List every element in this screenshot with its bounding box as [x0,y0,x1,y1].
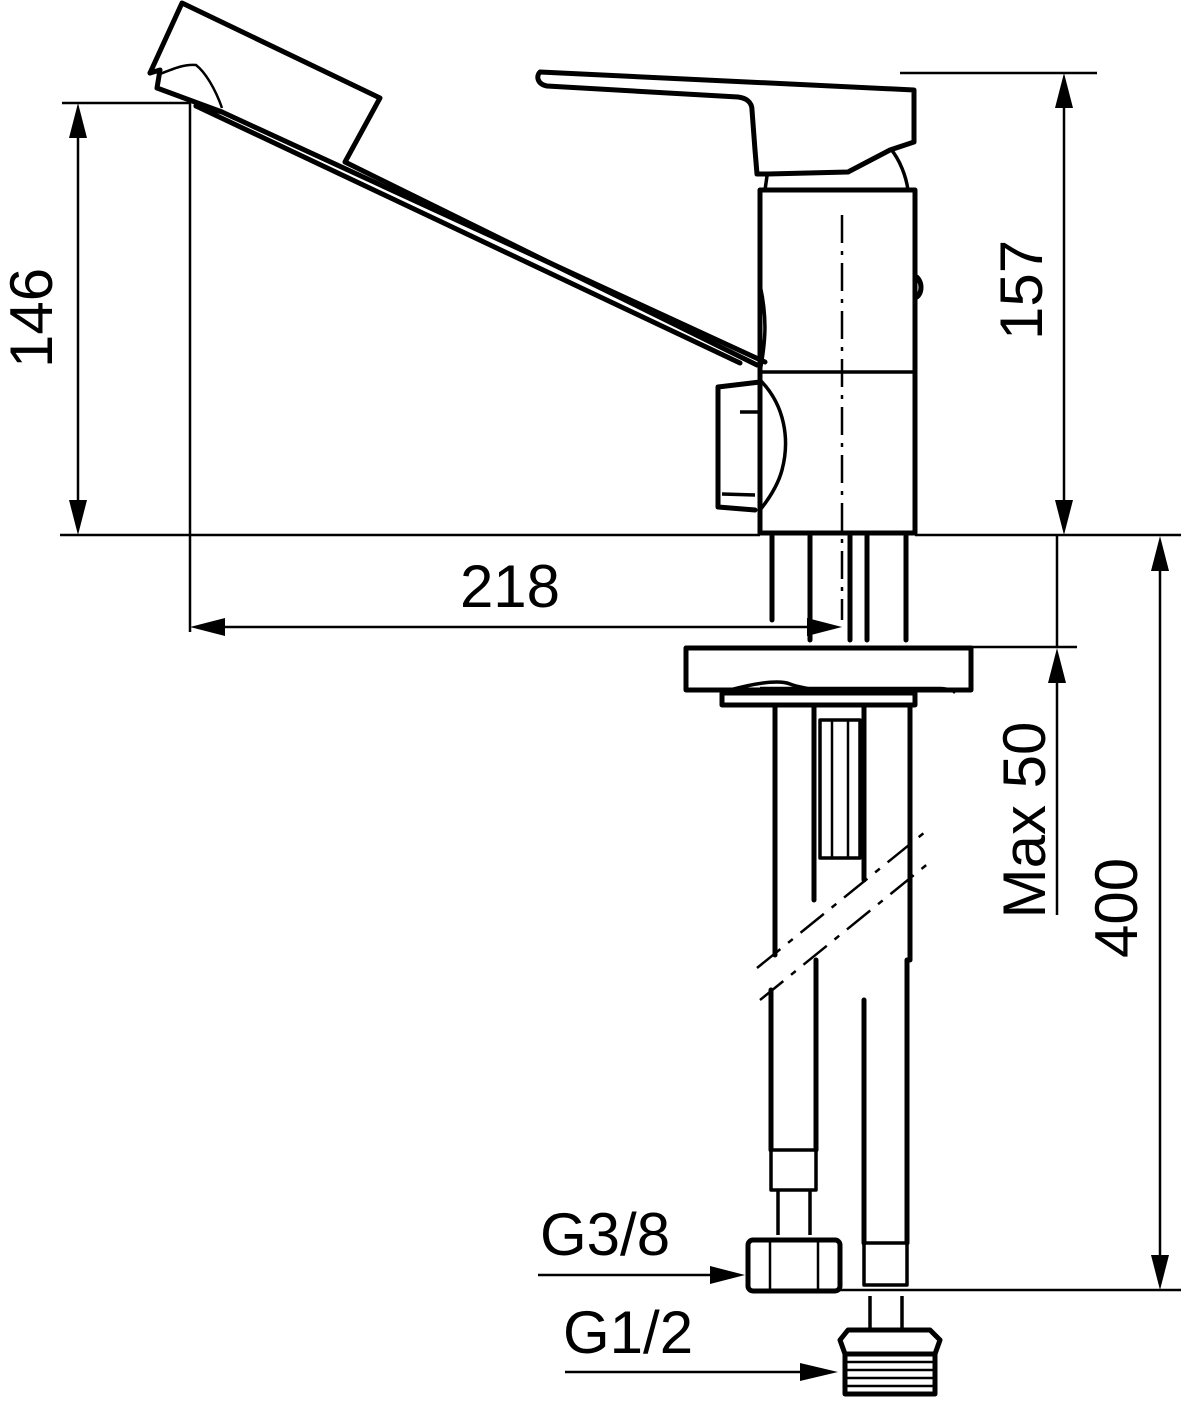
dim-400-label: 400 [1083,858,1150,958]
dim-146-label: 146 [0,268,65,368]
faucet-body [715,187,924,620]
mounting-shank [683,533,974,963]
callout-hose-connector: G3/8 [538,1201,745,1284]
lever-handle [535,69,917,191]
dim-157-label: 157 [988,240,1055,340]
g12-label: G1/2 [563,1299,693,1366]
dimension-hose-length: 400 [840,536,1181,1292]
dim-max50-label: Max 50 [991,722,1058,919]
dimension-max-deck-thickness: Max 50 [971,535,1077,918]
spout [147,0,768,368]
dimension-spout-height: 146 [0,101,760,537]
dimension-total-height: 157 [900,71,1181,537]
break-lines [756,827,931,1001]
callout-supply-thread: G1/2 [563,1299,838,1381]
g38-label: G3/8 [540,1201,670,1268]
dimension-spout-reach: 218 [188,103,842,636]
supply-hoses [745,957,943,1397]
dim-218-label: 218 [460,553,560,620]
